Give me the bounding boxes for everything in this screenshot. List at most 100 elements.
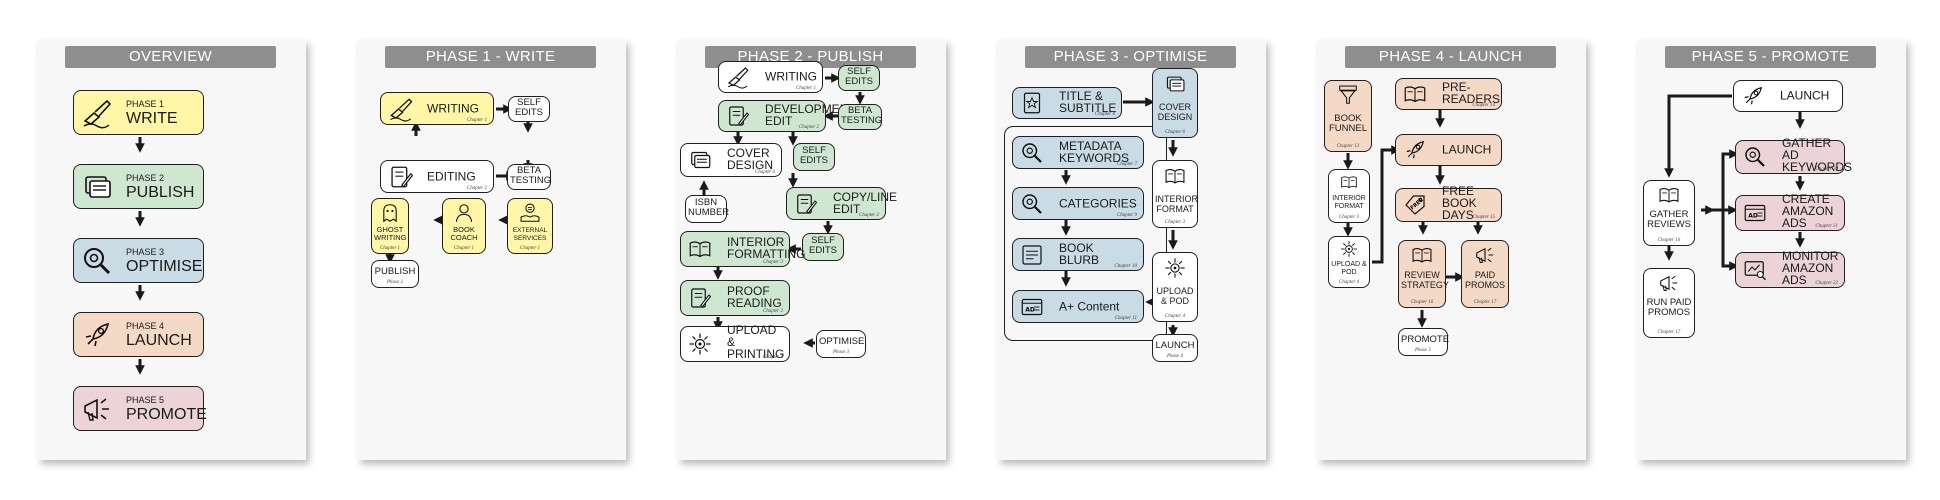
panel-title: PHASE 5 - PROMOTE xyxy=(1665,46,1876,68)
hand-writing-icon xyxy=(726,65,750,89)
a-plus-content-box[interactable]: A+ Content Chapter 11 xyxy=(1012,290,1144,323)
chapter-ref: Chapter 1 xyxy=(453,246,475,251)
writing-box[interactable]: WRITING Chapter 1 xyxy=(380,92,494,125)
chapter-ref: Chapter 20 xyxy=(1815,167,1838,172)
chapter-ref: Chapter 6 xyxy=(754,170,775,175)
upload-printing-box[interactable]: UPLOAD & PRINTING Chapter 4 xyxy=(680,323,790,362)
beta-testing-box[interactable]: BETA TESTING xyxy=(507,164,551,190)
cover-design-box[interactable]: COVER DESIGN Chapter 6 xyxy=(1152,68,1198,138)
self-edits-box[interactable]: SELF EDITS xyxy=(508,96,550,122)
editing-box[interactable]: EDITING Chapter 2 xyxy=(380,160,494,193)
launch-box[interactable]: LAUNCH xyxy=(1733,80,1843,112)
book-funnel-box[interactable]: BOOK FUNNEL Chapter 13 xyxy=(1324,80,1372,152)
title-subtitle-box[interactable]: TITLE & SUBTITLE Chapter 8 xyxy=(1012,87,1122,119)
interior-format-box[interactable]: INTERIOR FORMAT Chapter 3 xyxy=(1328,169,1370,223)
metadata-keywords-box[interactable]: METADATA KEYWORDS Chapter 7 xyxy=(1012,136,1144,169)
gather-reviews-box[interactable]: GATHER REVIEWS Chapter 16 xyxy=(1643,180,1695,246)
monitor-amazon-ads-box[interactable]: MONITOR AMAZON ADS Chapter 22 xyxy=(1735,250,1845,288)
gather-reviews-label: GATHER REVIEWS xyxy=(1647,209,1691,230)
self-edits-label: SELF EDITS xyxy=(800,145,828,166)
external-services-box[interactable]: EXTERNAL SERVICES Chapter 1 xyxy=(507,198,553,254)
pre-readers-box[interactable]: PRE-READERS Chapter 14 xyxy=(1395,78,1502,110)
isbn-number-label: ISBN NUMBER xyxy=(688,197,730,218)
phase-ref: Phase 2 xyxy=(387,280,403,285)
proof-reading-label: PROOF READING xyxy=(727,283,782,310)
paid-promos-box[interactable]: PAID PROMOS Chapter 17 xyxy=(1461,240,1509,308)
rocket-icon xyxy=(81,319,113,351)
chapter-ref: Chapter 6 xyxy=(1164,130,1186,135)
interior-formatting-box[interactable]: INTERIOR FORMATTING Chapter 3 xyxy=(680,231,805,267)
chapter-ref: Chapter 8 xyxy=(1094,112,1115,117)
beta-testing-box[interactable]: BETA TESTING xyxy=(838,104,882,130)
chapter-ref: Chapter 11 xyxy=(1114,316,1137,321)
ghost-writing-box[interactable]: GHOST WRITING Chapter 1 xyxy=(371,198,409,254)
free-book-days-box[interactable]: FREE BOOK DAYS Chapter 15 xyxy=(1395,185,1502,222)
metadata-keywords-label: METADATA KEYWORDS xyxy=(1059,138,1130,165)
pre-readers-label: PRE-READERS xyxy=(1442,79,1501,106)
upload-pod-label: UPLOAD & POD xyxy=(1156,286,1194,306)
chapter-ref: Chapter 3 xyxy=(1338,215,1360,220)
development-edit-box[interactable]: DEVELOPMENT EDIT Chapter 2 xyxy=(718,100,855,132)
gather-ad-keywords-box[interactable]: GATHER AD KEYWORDS Chapter 20 xyxy=(1735,136,1853,175)
publish-box[interactable]: PUBLISH Phase 2 xyxy=(371,260,419,288)
book-blurb-box[interactable]: BOOK BLURB Chapter 10 xyxy=(1012,238,1144,271)
proof-reading-box[interactable]: PROOF READING Chapter 2 xyxy=(680,280,790,316)
megaphone-icon xyxy=(81,393,113,425)
book-coach-box[interactable]: BOOK COACH Chapter 1 xyxy=(442,198,486,254)
magnifier-icon xyxy=(1020,141,1044,165)
run-paid-promos-box[interactable]: RUN PAID PROMOS Chapter 17 xyxy=(1643,268,1695,338)
open-book-icon xyxy=(1340,173,1358,191)
open-book-icon xyxy=(1403,82,1427,106)
interior-format-box[interactable]: INTERIOR FORMAT Chapter 3 xyxy=(1152,160,1198,228)
title-subtitle-label: TITLE & SUBTITLE xyxy=(1059,88,1117,115)
promote-box[interactable]: PROMOTE Phase 5 xyxy=(1398,328,1450,356)
megaphone-icon xyxy=(1658,272,1680,294)
upload-printing-label: UPLOAD & PRINTING xyxy=(727,323,785,362)
cover-design-box[interactable]: COVER DESIGN Chapter 6 xyxy=(680,143,782,177)
panel-title: PHASE 3 - OPTIMISE xyxy=(1025,46,1236,68)
chapter-ref: Chapter 1 xyxy=(466,118,487,123)
magnifier-icon xyxy=(81,245,113,277)
upload-pod-box[interactable]: UPLOAD & POD Chapter 4 xyxy=(1328,236,1370,288)
books-icon xyxy=(1164,73,1186,95)
external-services-label: EXTERNAL SERVICES xyxy=(512,226,548,242)
create-amazon-ads-box[interactable]: CREATE AMAZON ADS Chapter 21 xyxy=(1735,192,1845,231)
create-amazon-ads-label: CREATE AMAZON ADS xyxy=(1782,192,1834,231)
panel-title: PHASE 1 - WRITE xyxy=(385,46,596,68)
panel-phase-2-publish: PHASE 2 - PUBLISH WRITING Chapter 1 SELF… xyxy=(678,40,946,460)
gather-ad-keywords-label: GATHER AD KEYWORDS xyxy=(1782,136,1853,175)
self-edits-box[interactable]: SELF EDITS xyxy=(802,233,844,261)
isbn-number-box[interactable]: ISBN NUMBER xyxy=(685,195,730,223)
interior-format-label: INTERIOR FORMAT xyxy=(1332,195,1366,211)
chapter-ref: Chapter 14 xyxy=(1472,103,1495,108)
chapter-ref: Chapter 15 xyxy=(1472,215,1495,220)
optimise-box[interactable]: OPTIMISE Phase 3 xyxy=(816,330,866,358)
gear-icon xyxy=(1340,240,1358,258)
helping-hands-icon xyxy=(519,202,541,224)
review-strategy-box[interactable]: REVIEW STRATEGY Chapter 16 xyxy=(1398,240,1449,308)
categories-box[interactable]: CATEGORIES Chapter 9 xyxy=(1012,187,1144,220)
book-coach-label: BOOK COACH xyxy=(450,225,478,243)
writing-box[interactable]: WRITING Chapter 1 xyxy=(718,61,823,93)
open-book-icon xyxy=(1411,244,1433,266)
launch-box[interactable]: LAUNCH Phase 4 xyxy=(1152,334,1198,362)
phase-number: PHASE 4 xyxy=(126,320,165,331)
run-paid-promos-label: RUN PAID PROMOS xyxy=(1646,297,1692,318)
copy-line-edit-box[interactable]: COPY/LINE EDIT Chapter 2 xyxy=(786,187,897,220)
promote-label: PROMOTE xyxy=(1401,334,1450,345)
hand-writing-icon xyxy=(81,97,113,129)
chapter-ref: Chapter 3 xyxy=(1164,220,1186,225)
launch-box[interactable]: LAUNCH xyxy=(1395,134,1502,166)
self-edits-box[interactable]: SELF EDITS xyxy=(838,65,880,91)
upload-pod-box[interactable]: UPLOAD & POD Chapter 4 xyxy=(1152,252,1198,322)
phase-number: PHASE 3 xyxy=(126,246,165,257)
phase-ref: Phase 5 xyxy=(1415,348,1431,353)
self-edits-box[interactable]: SELF EDITS xyxy=(793,143,835,171)
chapter-ref: Chapter 1 xyxy=(379,246,401,251)
